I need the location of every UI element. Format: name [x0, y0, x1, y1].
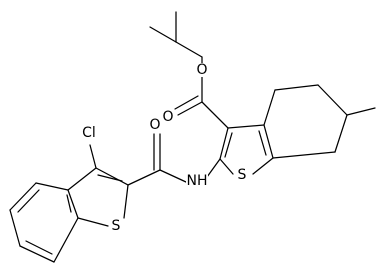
bond [227, 124, 265, 129]
bond [263, 89, 276, 126]
bond [317, 84, 348, 116]
atom-label-amide-carbonyl-oxygen: O [149, 117, 160, 133]
bond [159, 169, 187, 183]
atom-label-sulfur-left: S [112, 218, 121, 234]
bond-lines [9, 11, 376, 263]
atom-label-ester-carbonyl-oxygen: O [162, 109, 173, 125]
bond [9, 209, 21, 247]
bond [274, 84, 319, 91]
bond [66, 194, 72, 213]
bond [77, 217, 109, 227]
bond [97, 174, 123, 182]
atom-label-amide-nitrogen: NH [187, 173, 208, 189]
bond [177, 101, 203, 116]
bond [272, 151, 336, 159]
atom-label-ester-ether-oxygen: O [196, 62, 207, 78]
bond [219, 127, 229, 160]
bond [174, 95, 199, 110]
atom-label-sulfur-right: S [238, 167, 247, 183]
bond [175, 41, 203, 58]
bond [95, 167, 129, 186]
bond [252, 157, 274, 175]
bond [17, 189, 40, 213]
bond [201, 101, 229, 129]
atom-labels: O O O NH S S Cl [79, 62, 248, 234]
atom-label-chlorine: Cl [82, 125, 96, 141]
bond [123, 184, 129, 219]
bond [258, 130, 267, 156]
bond [127, 169, 161, 186]
bond [149, 26, 177, 43]
bond [346, 107, 376, 116]
bond [224, 132, 233, 158]
bond [334, 114, 348, 153]
bond [89, 144, 97, 169]
bond [263, 124, 274, 159]
bond [35, 182, 69, 191]
bond [19, 245, 55, 263]
bond [67, 189, 79, 219]
bond [53, 217, 79, 263]
bond [219, 158, 234, 175]
bond [67, 167, 97, 191]
bond [9, 182, 37, 211]
bond [206, 158, 221, 178]
bond [25, 240, 53, 255]
